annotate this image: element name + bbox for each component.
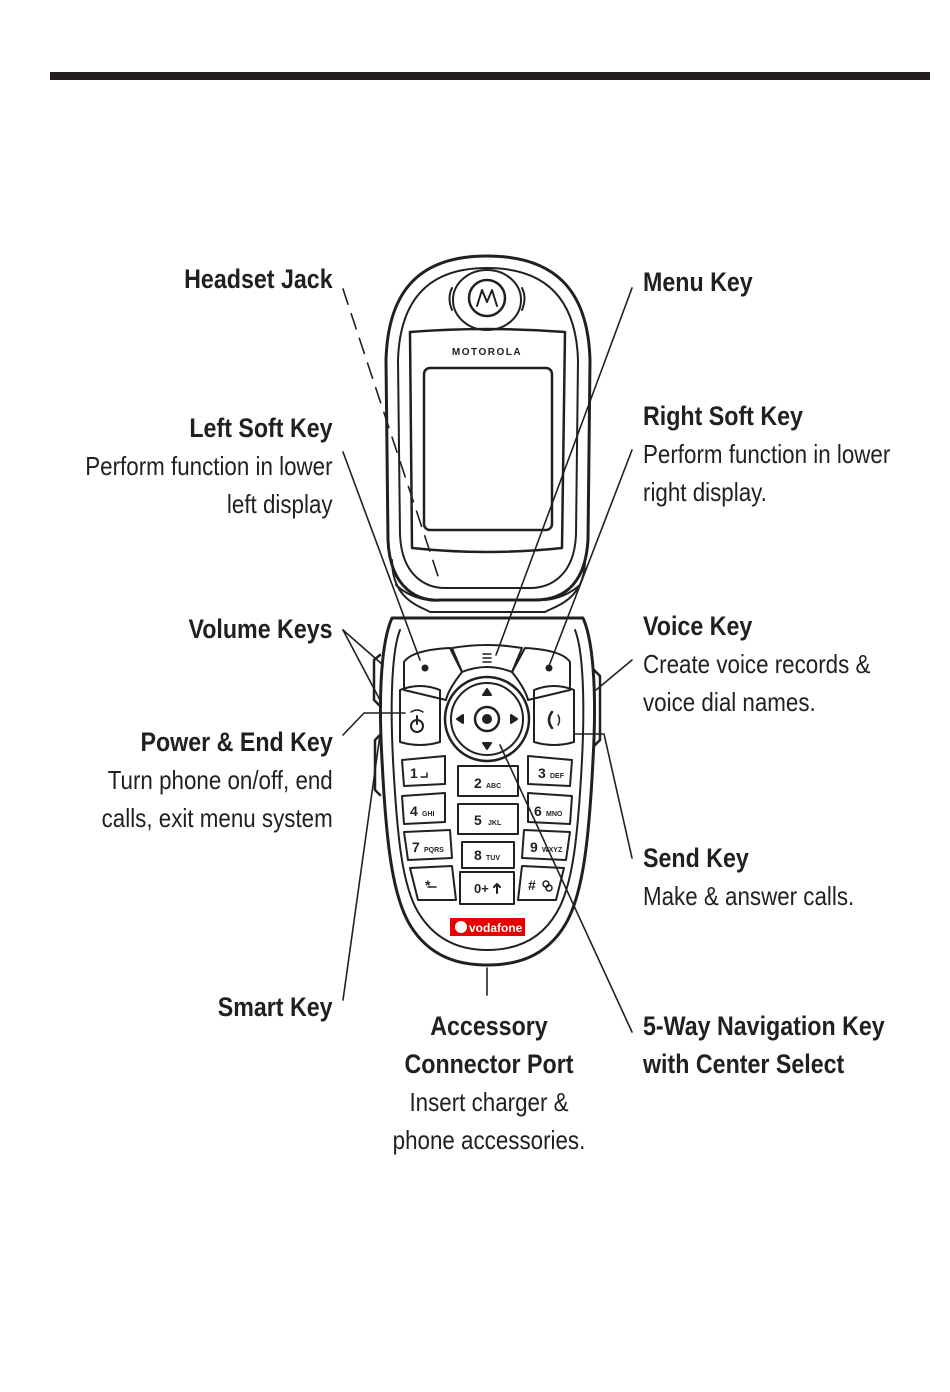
menu-key-title: Menu Key (643, 267, 753, 297)
right-soft-key-desc-1: Perform function in lower (643, 439, 891, 469)
key-7-digit: 7 (412, 839, 420, 855)
key-4-letters: GHI (422, 811, 435, 818)
accessory-port-desc-1: Insert charger & (409, 1087, 569, 1117)
key-4-digit: 4 (410, 803, 418, 819)
volume-keys-label: Volume Keys (189, 610, 333, 648)
key-7-letters: PQRS (424, 847, 444, 854)
smart-key-label: Smart Key (218, 988, 333, 1026)
headset-jack-title: Headset Jack (184, 264, 333, 294)
key-0-digit: 0+ (474, 881, 489, 896)
power-end-key-title: Power & End Key (140, 727, 333, 757)
key-symbols (420, 772, 553, 894)
send-key-title: Send Key (643, 843, 749, 873)
right-soft-key-desc-2: right display. (643, 477, 767, 507)
power-end-key-desc-1: Turn phone on/off, end (107, 765, 334, 795)
key-1-digit: 1 (410, 765, 418, 781)
volume-keys-title: Volume Keys (188, 614, 333, 644)
vodafone-logo: vodafone (450, 918, 525, 936)
nav-key-title-1: 5-Way Navigation Key (643, 1011, 885, 1041)
key-2-digit: 2 (474, 775, 482, 791)
headset-jack-label: Headset Jack (185, 260, 333, 298)
key-2-letters: ABC (486, 783, 501, 790)
nav-key-label: 5-Way Navigation Key with Center Select (643, 1007, 885, 1083)
power-end-key-desc-2: calls, exit menu system (101, 803, 333, 833)
left-soft-key-label: Left Soft Key Perform function in lower … (86, 409, 333, 523)
left-soft-key-desc-2: left display (227, 489, 333, 519)
send-key-label: Send Key Make & answer calls. (643, 839, 854, 915)
header-rule (50, 72, 930, 80)
left-soft-key-desc-1: Perform function in lower (85, 451, 333, 481)
brand-logo: MOTOROLA (452, 347, 522, 358)
send-key-desc-1: Make & answer calls. (643, 881, 855, 911)
smart-key-title: Smart Key (218, 992, 333, 1022)
accessory-port-title-2: Connector Port (404, 1049, 574, 1079)
carrier-name: vodafone (469, 921, 523, 935)
phone-base (372, 616, 602, 967)
voice-key-desc-2: voice dial names. (643, 687, 816, 717)
voice-key-title: Voice Key (643, 611, 753, 641)
dialpad-labels: 1 2 ABC 3 DEF 4 GHI 5 JKL 6 MNO 7 PQRS 8… (410, 765, 565, 896)
key-5-letters: JKL (488, 820, 502, 827)
power-end-key-label: Power & End Key Turn phone on/off, end c… (102, 723, 333, 837)
accessory-port-label: Accessory Connector Port Insert charger … (360, 1007, 618, 1159)
right-soft-key-title: Right Soft Key (643, 401, 803, 431)
key-5-digit: 5 (474, 812, 482, 828)
key-3-letters: DEF (550, 773, 565, 780)
menu-key-label: Menu Key (643, 263, 753, 301)
accessory-port-title-1: Accessory (430, 1011, 548, 1041)
leader-lines (342, 287, 633, 1033)
voice-key-label: Voice Key Create voice records & voice d… (643, 607, 870, 721)
key-8-digit: 8 (474, 847, 482, 863)
nav-key-title-2: with Center Select (643, 1049, 845, 1079)
right-soft-key-label: Right Soft Key Perform function in lower… (643, 397, 890, 511)
key-9-letters: WXYZ (542, 847, 563, 854)
accessory-port-desc-2: phone accessories. (392, 1125, 586, 1155)
left-soft-key-title: Left Soft Key (189, 413, 333, 443)
key-8-letters: TUV (486, 855, 500, 862)
key-star-digit: * (425, 877, 431, 893)
phone-flip: MOTOROLA (384, 254, 592, 613)
key-6-digit: 6 (534, 803, 542, 819)
voice-key-desc-1: Create voice records & (643, 649, 871, 679)
key-3-digit: 3 (538, 765, 546, 781)
key-6-letters: MNO (546, 811, 563, 818)
key-9-digit: 9 (530, 839, 538, 855)
key-hash-digit: # (528, 877, 536, 893)
